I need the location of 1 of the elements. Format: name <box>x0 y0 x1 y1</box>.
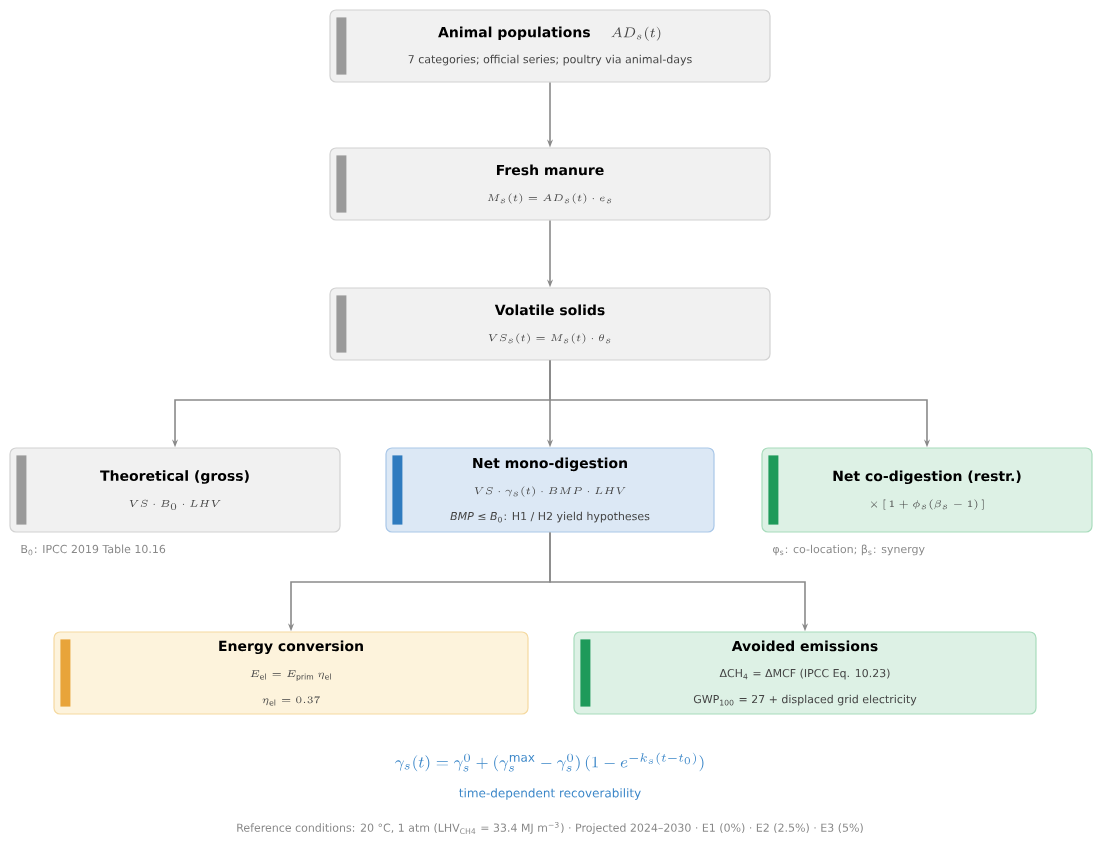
formula: $\gamma_s(t) = \gamma_s^0 + (\gamma_s^{\max} - \gamma_s^0)\,(1 - e^{-k_s(t-t_0)})$ <box>395 752 704 772</box>
